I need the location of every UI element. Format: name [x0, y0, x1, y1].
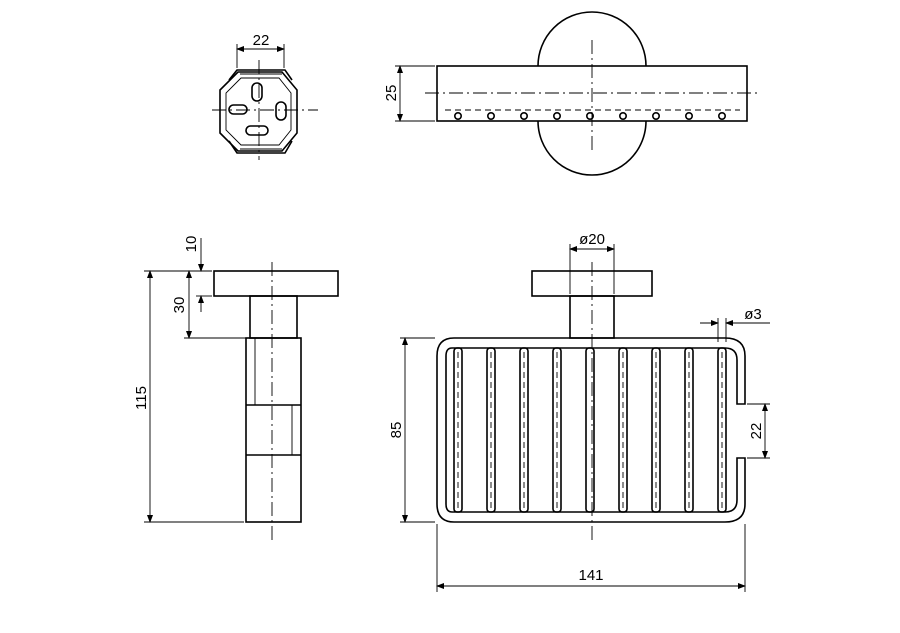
dim-basket-height: 85	[388, 422, 405, 439]
mount-plate-outline	[219, 71, 298, 152]
top-rail	[228, 69, 293, 81]
end-view: 22	[212, 32, 318, 160]
dim-basket-width: 141	[578, 567, 603, 584]
flange-side	[213, 270, 339, 297]
dim-post-length: 30	[171, 297, 188, 314]
front-view: ø20 ø3 85 22 141	[388, 231, 770, 592]
dim-wire-diameter: ø3	[744, 306, 762, 323]
slot-hole-bottom	[245, 125, 269, 136]
hole-row	[453, 112, 726, 121]
basket-side	[245, 337, 302, 523]
mount-plate-inner	[225, 77, 292, 146]
flange-top-arc	[537, 11, 647, 67]
dim-flange-diameter: ø20	[579, 231, 605, 248]
dim-flange-thickness: 10	[183, 236, 200, 253]
dim-opening-height: 22	[748, 423, 765, 440]
flange-bottom-arc	[537, 120, 647, 176]
dim-total-height: 115	[133, 386, 150, 410]
bottom-rail	[228, 140, 293, 154]
slot-hole-left	[228, 104, 248, 115]
dim-top-width: 22	[253, 32, 270, 49]
post-side	[249, 295, 298, 339]
basket-frame	[436, 337, 746, 523]
basket-wires	[453, 347, 727, 513]
side-view: 10 30 115	[133, 236, 339, 540]
dim-rail-height: 25	[383, 85, 400, 102]
top-view: 25	[383, 11, 760, 176]
slot-hole-right	[275, 101, 287, 121]
slot-hole-top	[251, 82, 263, 102]
